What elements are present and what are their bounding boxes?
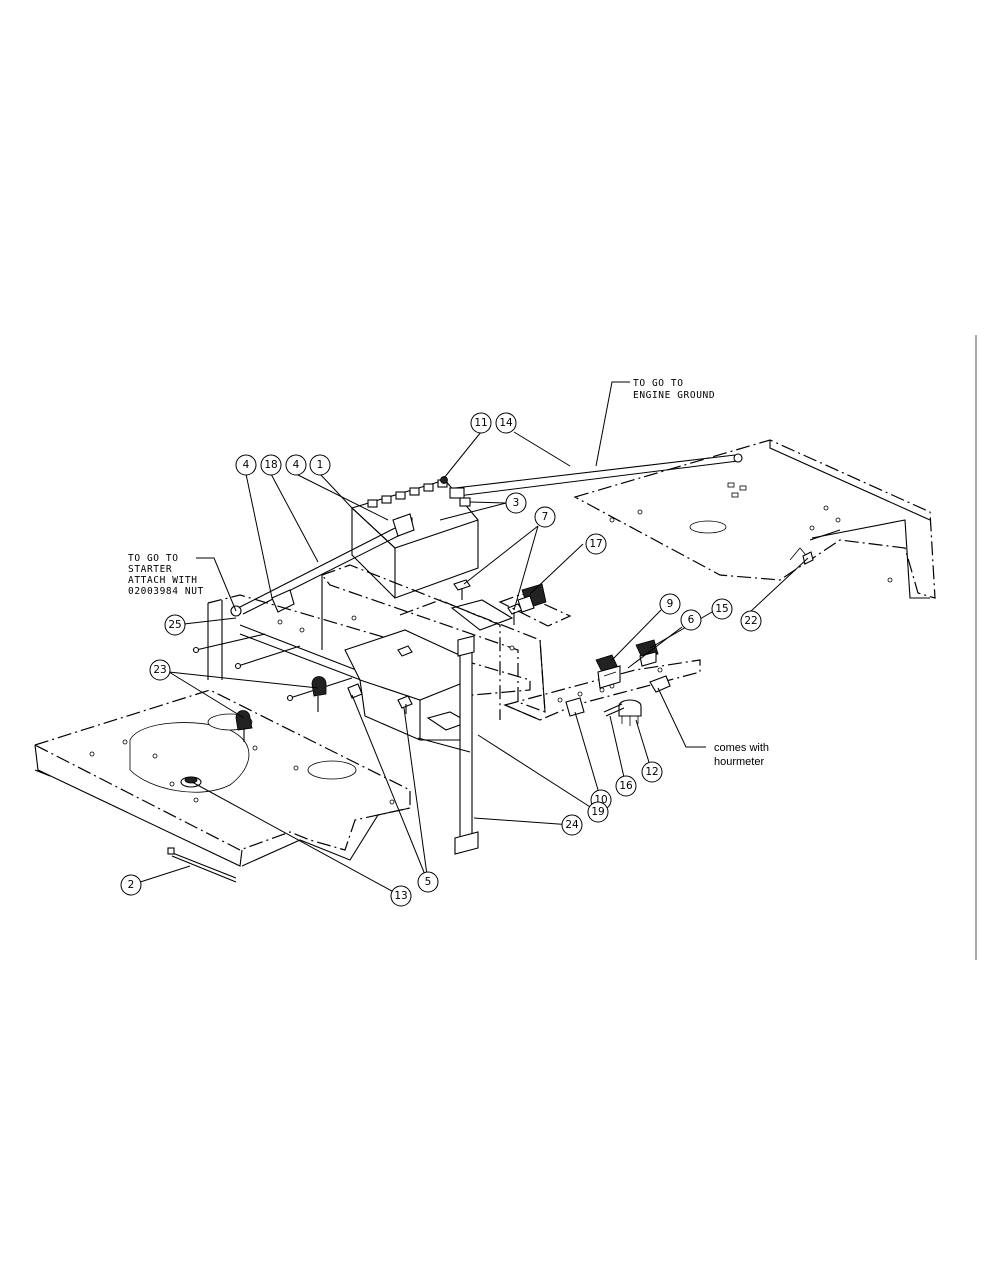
callout-18: 18 — [260, 454, 282, 476]
callout-4b: 4 — [285, 454, 307, 476]
svg-text:18: 18 — [264, 459, 277, 471]
callout-11: 11 — [470, 412, 492, 434]
svg-text:ENGINE GROUND: ENGINE GROUND — [633, 390, 715, 401]
battery — [350, 476, 479, 599]
svg-text:6: 6 — [688, 614, 695, 626]
relay-10 — [565, 697, 585, 717]
control-panel — [503, 659, 701, 721]
battery-strap — [454, 635, 479, 855]
starter-cable — [230, 513, 415, 617]
svg-text:1: 1 — [317, 459, 324, 471]
svg-text:comes with: comes with — [714, 742, 769, 754]
leader-lines — [133, 381, 809, 897]
callout-17: 17 — [585, 533, 607, 555]
callout-12: 12 — [641, 761, 663, 783]
tie-wrap — [167, 847, 237, 883]
pto-switch — [595, 654, 621, 689]
callout-16: 16 — [615, 775, 637, 797]
clip-16 — [603, 703, 625, 717]
callout-4a: 4 — [235, 454, 257, 476]
ground-cable — [454, 453, 743, 497]
svg-text:4: 4 — [243, 459, 250, 471]
svg-text:TO GO TO: TO GO TO — [633, 378, 684, 389]
callout-13: 13 — [390, 885, 412, 907]
svg-text:17: 17 — [589, 538, 602, 550]
callout-19: 19 — [587, 801, 609, 823]
note-engine-ground: TO GO TO ENGINE GROUND — [633, 378, 715, 401]
svg-text:13: 13 — [394, 890, 407, 902]
svg-text:16: 16 — [619, 780, 633, 792]
callout-5: 5 — [417, 871, 439, 893]
svg-text:19: 19 — [591, 806, 604, 818]
svg-text:22: 22 — [744, 615, 757, 627]
svg-text:14: 14 — [499, 417, 513, 429]
svg-text:3: 3 — [513, 497, 520, 509]
connector-17 — [498, 583, 572, 627]
callout-2: 2 — [120, 874, 142, 896]
svg-text:4: 4 — [293, 459, 300, 471]
callout-7: 7 — [534, 506, 556, 528]
svg-text:24: 24 — [565, 819, 579, 831]
callout-3: 3 — [505, 492, 527, 514]
svg-text:2: 2 — [128, 879, 135, 891]
svg-text:23: 23 — [153, 664, 166, 676]
note-hourmeter: comes with hourmeter — [714, 742, 769, 768]
battery-frame — [207, 564, 546, 741]
svg-text:STARTER: STARTER — [128, 564, 172, 575]
svg-text:02003984 NUT: 02003984 NUT — [128, 586, 204, 597]
hourmeter-bracket — [649, 675, 671, 693]
svg-text:9: 9 — [667, 598, 674, 610]
ignition-switch — [618, 699, 642, 726]
switch-15 — [635, 639, 659, 667]
callout-15: 15 — [711, 598, 733, 620]
svg-text:5: 5 — [425, 876, 432, 888]
callout-9: 9 — [659, 593, 681, 615]
callout-1: 1 — [309, 454, 331, 476]
svg-text:12: 12 — [645, 766, 658, 778]
svg-text:15: 15 — [715, 603, 728, 615]
rear-floor-pan — [573, 439, 936, 599]
callout-25: 25 — [164, 614, 186, 636]
callout-14: 14 — [495, 412, 517, 434]
callout-24: 24 — [561, 814, 583, 836]
callout-22: 22 — [740, 610, 762, 632]
svg-text:11: 11 — [474, 417, 487, 429]
front-floor-pan — [33, 689, 411, 867]
svg-text:TO GO TO: TO GO TO — [128, 553, 179, 564]
svg-text:7: 7 — [542, 511, 549, 523]
callout-23: 23 — [149, 659, 171, 681]
callout-6: 6 — [680, 609, 702, 631]
svg-text:ATTACH WITH: ATTACH WITH — [128, 575, 198, 586]
note-starter: TO GO TO STARTER ATTACH WITH 02003984 NU… — [128, 553, 204, 597]
svg-text:25: 25 — [168, 619, 181, 631]
svg-text:hourmeter: hourmeter — [714, 756, 764, 768]
